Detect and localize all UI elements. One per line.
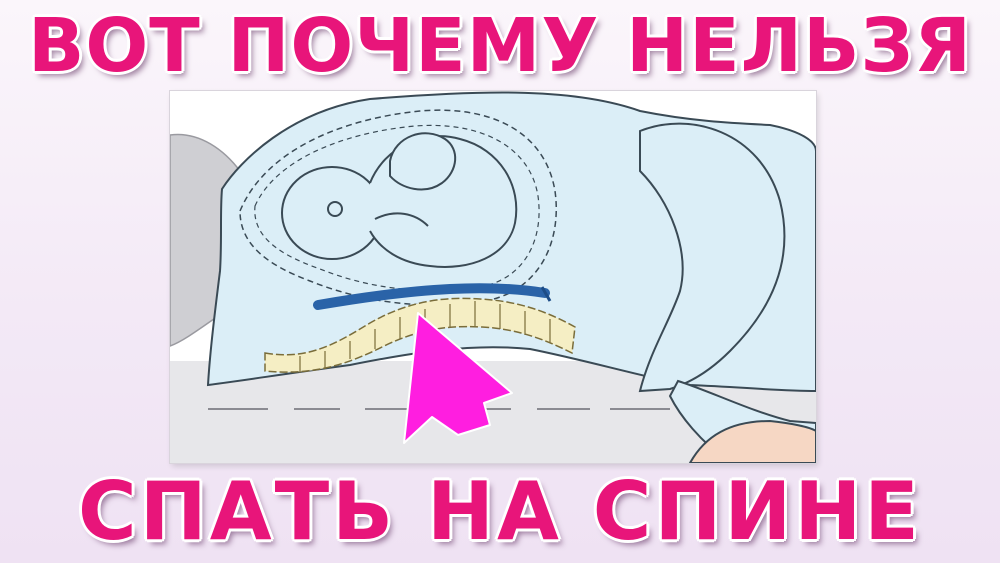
hand <box>688 419 816 463</box>
uterus-outline-inner <box>254 124 540 292</box>
blood-vessel <box>313 283 550 310</box>
spine <box>264 297 576 373</box>
fetus-ear <box>327 201 343 217</box>
pregnancy-illustration <box>170 91 816 463</box>
fetus <box>281 132 518 268</box>
pointer-arrow-icon <box>403 312 513 444</box>
headline-bottom: СПАТЬ НА СПИНЕ <box>78 465 922 558</box>
arm <box>638 122 786 393</box>
fetus-arm <box>374 212 429 227</box>
fetus-knees <box>389 132 457 191</box>
illustration-panel <box>170 91 816 463</box>
headline-top: ВОТ ПОЧЕМУ НЕЛЬЗЯ <box>27 3 973 89</box>
uterus-outline <box>239 109 557 306</box>
fetus-head <box>281 166 383 260</box>
blood-vessel-end <box>540 286 552 302</box>
